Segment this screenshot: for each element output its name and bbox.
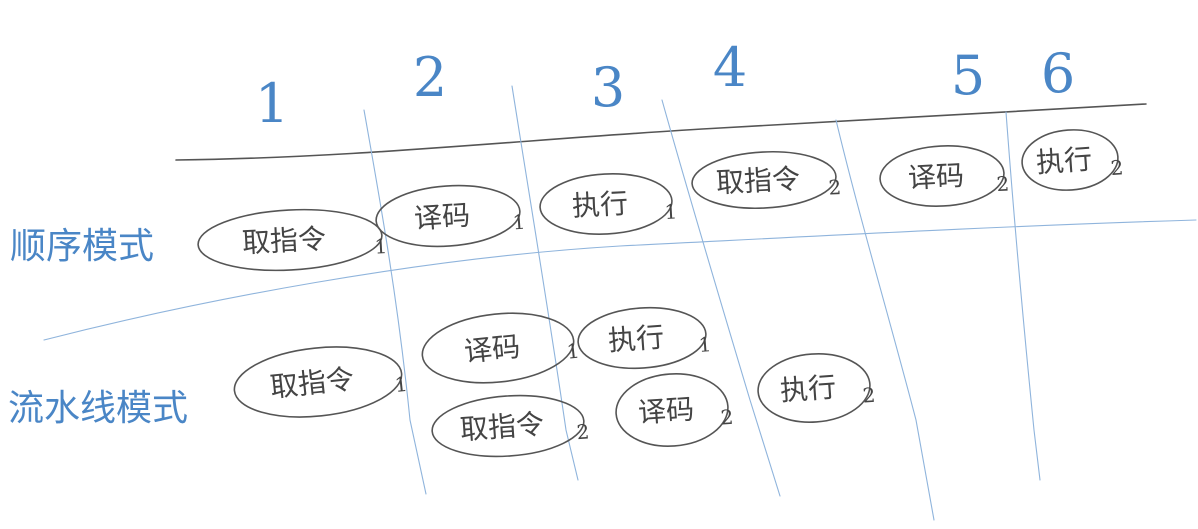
row-separator bbox=[43, 219, 1197, 341]
pipeline-cell-subscript-3: 1 bbox=[698, 332, 712, 357]
column-number-3: 3 bbox=[591, 56, 625, 119]
pipeline-cell-subscript-6: 2 bbox=[862, 383, 876, 408]
pipeline-cell-5: 译码 2 bbox=[615, 373, 734, 447]
pipeline-cell-2: 译码 1 bbox=[421, 312, 581, 384]
pipeline-cell-subscript-5: 2 bbox=[720, 405, 734, 430]
sequential-cell-4: 取指令 2 bbox=[691, 150, 842, 210]
column-dividers bbox=[363, 85, 1041, 521]
sequential-cell-1: 取指令 1 bbox=[197, 208, 388, 272]
sequential-cell-outline-1 bbox=[197, 208, 383, 272]
column-divider-4 bbox=[835, 119, 935, 521]
column-number-5: 5 bbox=[951, 44, 985, 107]
sequential-cell-outline-5 bbox=[879, 145, 1005, 207]
sequential-cell-label-5: 译码 bbox=[907, 159, 965, 195]
pipeline-cell-label-5: 译码 bbox=[637, 393, 695, 430]
pipeline-cell-outline-1 bbox=[233, 346, 403, 418]
pipeline-cell-subscript-4: 2 bbox=[576, 419, 590, 444]
pipeline-cell-3: 执行 1 bbox=[577, 306, 712, 370]
pipeline-cell-subscript-2: 1 bbox=[566, 339, 581, 364]
sequential-cell-5: 译码 2 bbox=[879, 145, 1010, 207]
sequential-cell-subscript-2: 1 bbox=[512, 210, 526, 235]
sequential-cell-subscript-1: 1 bbox=[374, 234, 388, 259]
column-numbers: 1 2 3 4 5 6 bbox=[255, 36, 1075, 135]
pipeline-cell-label-6: 执行 bbox=[779, 371, 837, 408]
sequential-cell-label-3: 执行 bbox=[571, 187, 629, 223]
pipeline-cell-1: 取指令 1 bbox=[233, 346, 409, 418]
pipeline-cell-outline-4 bbox=[431, 394, 585, 458]
pipeline-cell-label-3: 执行 bbox=[607, 321, 665, 358]
sequential-cell-subscript-5: 2 bbox=[996, 172, 1010, 197]
sequential-cell-3: 执行 1 bbox=[539, 173, 678, 235]
pipeline-cell-subscript-1: 1 bbox=[393, 372, 408, 397]
sequential-cell-label-1: 取指令 bbox=[241, 222, 327, 259]
pipeline-cell-label-4: 取指令 bbox=[459, 408, 545, 447]
sequential-row: 取指令 1 译码 1 执行 1 取指令 2 译码 2 执行 2 bbox=[197, 129, 1124, 272]
row-label-sequential: 顺序模式 bbox=[10, 226, 154, 267]
column-divider-3 bbox=[661, 99, 781, 497]
column-number-2: 2 bbox=[413, 46, 447, 109]
sequential-cell-subscript-4: 2 bbox=[828, 175, 842, 200]
sequential-cell-2: 译码 1 bbox=[375, 184, 526, 248]
sequential-cell-outline-4 bbox=[691, 150, 837, 210]
row-label-pipeline: 流水线模式 bbox=[8, 388, 188, 429]
sequential-cell-outline-3 bbox=[539, 173, 673, 235]
column-divider-5 bbox=[1005, 111, 1041, 481]
pipeline-cell-outline-2 bbox=[421, 312, 575, 384]
pipeline-cell-label-2: 译码 bbox=[463, 330, 522, 369]
pipeline-cell-outline-6 bbox=[757, 353, 871, 423]
sequential-cell-label-2: 译码 bbox=[413, 199, 471, 236]
pipeline-cell-4: 取指令 2 bbox=[431, 394, 590, 458]
sequential-cell-6: 执行 2 bbox=[1021, 129, 1124, 191]
sequential-cell-outline-2 bbox=[375, 184, 521, 248]
sequential-cell-subscript-6: 2 bbox=[1110, 155, 1124, 180]
timeline-line bbox=[175, 103, 1147, 161]
pipeline-cell-outline-5 bbox=[615, 373, 729, 447]
pipeline-row: 取指令 1 译码 1 执行 1 取指令 2 译码 2 执行 2 bbox=[233, 306, 876, 458]
column-divider-1 bbox=[363, 109, 427, 495]
sequential-cell-outline-6 bbox=[1021, 129, 1119, 191]
pipeline-cell-label-1: 取指令 bbox=[269, 362, 356, 404]
pipeline-cell-6: 执行 2 bbox=[757, 353, 876, 423]
pipeline-cell-outline-3 bbox=[577, 306, 707, 370]
sequential-cell-subscript-3: 1 bbox=[664, 199, 678, 224]
sequential-cell-label-4: 取指令 bbox=[715, 162, 801, 199]
column-number-6: 6 bbox=[1041, 42, 1075, 105]
sequential-cell-label-6: 执行 bbox=[1035, 143, 1093, 180]
column-number-1: 1 bbox=[255, 72, 289, 135]
column-number-4: 4 bbox=[713, 36, 747, 99]
